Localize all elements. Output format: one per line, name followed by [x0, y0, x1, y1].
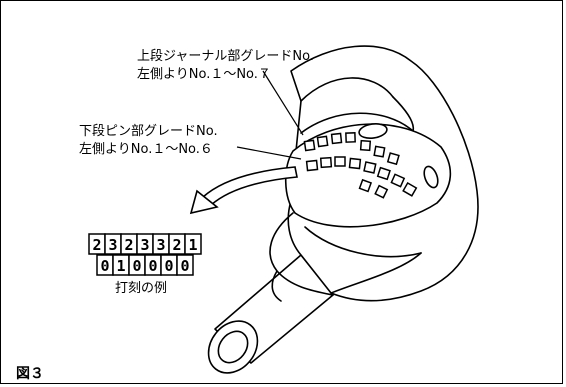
stamp-lower-digit: 0 [164, 257, 173, 275]
stamp-upper-digit: 3 [108, 236, 117, 254]
stamp-upper-digit: 3 [156, 236, 165, 254]
stamp-lower-digit: 0 [148, 257, 157, 275]
stamp-caption: 打刻の例 [115, 281, 168, 296]
figure-caption: 図３ [16, 366, 44, 382]
lower-label-line1: 下段ピン部グレードNo. [79, 124, 218, 139]
stamp-upper-digit: 3 [140, 236, 149, 254]
lower-grade-marks [305, 156, 418, 199]
upper-grade-marks [303, 132, 400, 166]
stamp-lower-digit: 0 [132, 257, 141, 275]
leader-upper [262, 70, 304, 136]
finger-fold-3 [392, 96, 415, 132]
lower-label-line2: 左側よりNo.１～No.６ [79, 142, 213, 157]
crankshaft-nose-end [207, 320, 259, 374]
stamp-upper-digit: 2 [172, 236, 181, 254]
stamp-lower-digit: 0 [100, 257, 109, 275]
pointer-arrow [189, 166, 298, 215]
upper-label-line1: 上段ジャーナル部グレードNo. [137, 49, 314, 64]
stamp-lower-digit: 0 [180, 257, 189, 275]
upper-label-line2: 左側よりNo.１～No.７ [137, 67, 271, 82]
stamp-lower-digit: 1 [116, 257, 125, 275]
finger-fold-1 [300, 77, 394, 102]
stamp-upper-digit: 1 [188, 236, 197, 254]
leader-lower [236, 146, 302, 160]
stamp-upper-digit: 2 [124, 236, 133, 254]
stamp-upper-digit: 2 [92, 236, 101, 254]
finger-fold-2 [300, 112, 414, 134]
stamp-grid [88, 233, 202, 276]
